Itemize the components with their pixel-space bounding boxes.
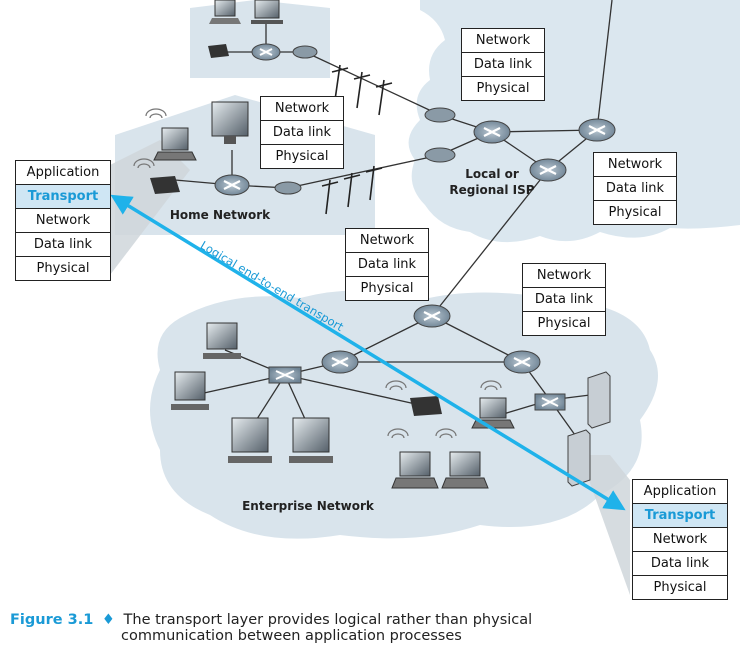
router-icon: [413, 304, 451, 328]
enterprise-network-label: Enterprise Network: [242, 499, 374, 513]
stack-layer: Physical: [594, 200, 676, 224]
stack-layer: Physical: [346, 276, 428, 300]
stack-layer: Application: [26, 165, 100, 180]
stack-layer: Network: [607, 157, 663, 172]
caption-line2: communication between application proces…: [121, 628, 462, 644]
router-icon: [251, 43, 281, 61]
access-point-icon: [208, 44, 229, 58]
stack-layer: Data link: [16, 232, 110, 256]
desktop-computer-icon: [228, 417, 272, 463]
desktop-computer-icon: [171, 371, 209, 410]
stack-layer: Data link: [594, 176, 676, 200]
desktop-computer-icon: [211, 101, 249, 144]
switch-icon: [534, 393, 566, 411]
stack-layer: Network: [274, 101, 330, 116]
stack-layer: Data link: [261, 120, 343, 144]
server-icon: [587, 371, 611, 429]
logical-transport-arrow: [110, 194, 626, 511]
laptop-icon: [209, 0, 241, 24]
router-icon: [473, 120, 511, 144]
caption-line1: The transport layer provides logical rat…: [123, 612, 533, 628]
router-icon: [214, 174, 250, 196]
stack-layer: Data link: [633, 551, 727, 575]
laptop-icon: [153, 127, 197, 161]
router-icon: [503, 350, 541, 374]
router-icon: [529, 158, 567, 182]
modem-icon: [274, 181, 302, 195]
stack-layer: Physical: [523, 311, 605, 335]
router-icon: [578, 118, 616, 142]
modem-icon: [292, 45, 318, 59]
network-diagram: [110, 0, 740, 595]
stack-layer: Data link: [346, 252, 428, 276]
isp-label: Local or Regional ISP: [432, 166, 552, 198]
utility-poles: [321, 64, 393, 215]
stack-layer: Transport: [633, 503, 727, 527]
stack-layer: Network: [475, 33, 531, 48]
stack-layer: Network: [359, 233, 415, 248]
access-point-icon: [410, 396, 442, 416]
stack-layer: Physical: [261, 144, 343, 168]
stack-layer: Application: [643, 484, 717, 499]
stack-layer: Network: [536, 268, 592, 283]
modem-icon: [424, 147, 456, 163]
isp-label-line2: Regional ISP: [449, 183, 535, 197]
access-point-icon: [150, 176, 180, 194]
caption-separator: ♦: [101, 612, 115, 628]
figure-number: Figure 3.1: [10, 612, 94, 628]
modem-icon: [424, 107, 456, 123]
desktop-computer-icon: [203, 322, 241, 359]
stack-layer: Network: [633, 527, 727, 551]
modem-icons: [274, 45, 456, 195]
figure-caption: Figure 3.1 ♦ The transport layer provide…: [10, 612, 730, 644]
stack-layer: Data link: [462, 52, 544, 76]
stack-layer: Physical: [462, 76, 544, 100]
stack-layer: Physical: [16, 256, 110, 280]
stack-layer: Physical: [633, 575, 727, 599]
isp-label-line1: Local or: [465, 167, 519, 181]
stack-layer: Data link: [523, 287, 605, 311]
switch-icon: [268, 366, 302, 384]
desktop-computer-icon: [251, 0, 283, 24]
home-network-label: Home Network: [169, 208, 271, 222]
router-icon: [321, 350, 359, 374]
desktop-computer-icon: [289, 417, 333, 463]
stack-layer: Transport: [16, 184, 110, 208]
stack-layer: Network: [16, 208, 110, 232]
